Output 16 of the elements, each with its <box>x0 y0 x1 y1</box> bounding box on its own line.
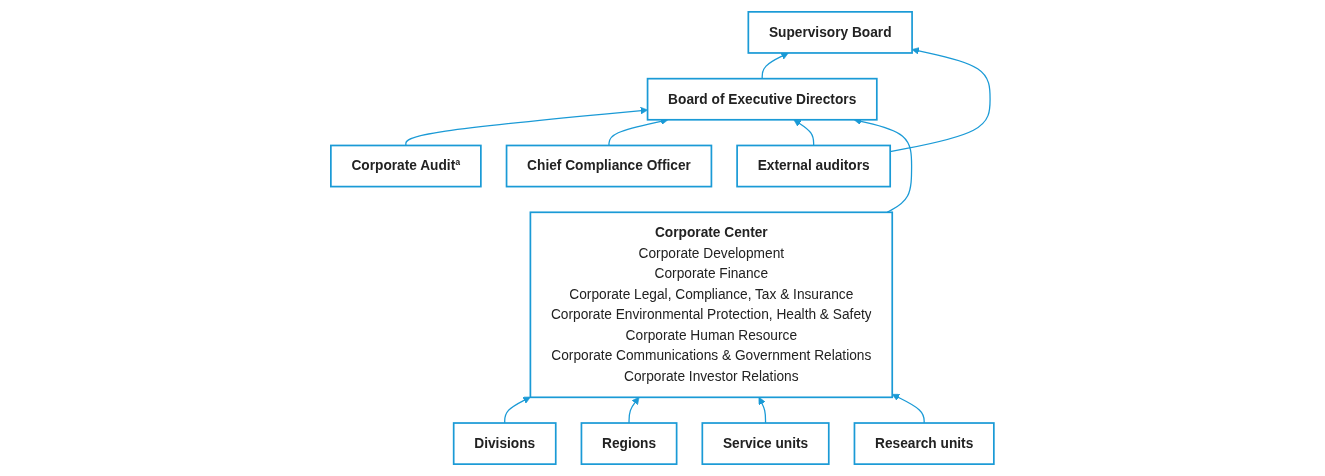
node-box: Chief Compliance Officer <box>505 144 713 188</box>
node-box: Corporate Auditª <box>330 144 482 188</box>
node-box: Divisions <box>452 422 557 465</box>
arrow <box>504 396 531 424</box>
arrow <box>628 397 640 424</box>
node-box: Corporate Center Corporate Development Corporate Finance Corporate Legal, Compliance, Tax & Insurance Corporate Environmental Protection, Health & Safety Corporate Human Resource Corporate Communications & Government Relations Corporate Investor Relations <box>529 211 894 399</box>
arrow <box>793 119 815 147</box>
node-box: Supervisory Board <box>747 11 914 54</box>
node-box: Service units <box>701 422 830 465</box>
arrow <box>761 52 789 80</box>
node-box: Board of Executive Directors <box>646 77 878 121</box>
arrow <box>892 394 925 424</box>
node-box: Research units <box>853 422 995 465</box>
node-box: Regions <box>580 422 678 465</box>
arrow <box>758 397 767 424</box>
node-box: External auditors <box>736 144 892 188</box>
